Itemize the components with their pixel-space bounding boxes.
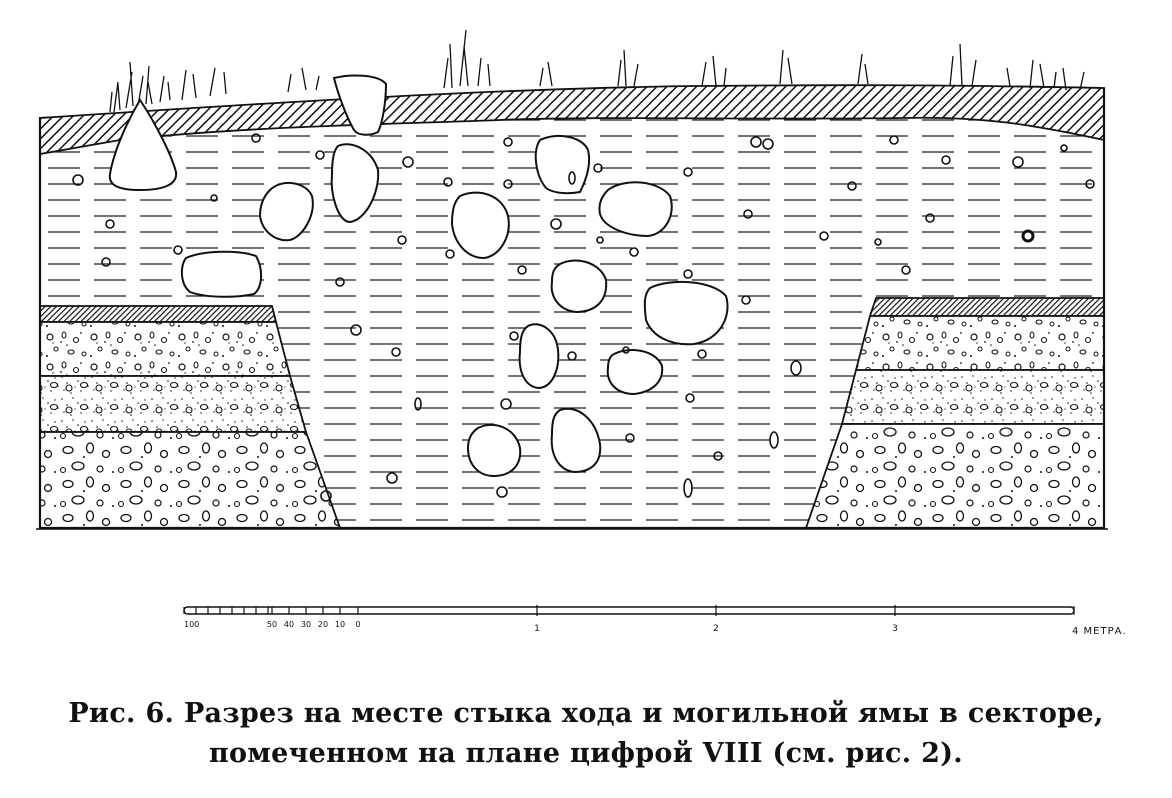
caption-line-2: помеченном на плане цифрой VIII (см. рис… — [209, 738, 963, 769]
caption-line-1: Рис. 6. Разрез на месте стыка хода и мог… — [68, 698, 1104, 729]
stone — [598, 181, 673, 238]
stone — [606, 349, 664, 396]
right-turf-band — [868, 297, 1105, 317]
stone — [450, 191, 510, 260]
turf-layer — [39, 84, 1105, 156]
figure-caption: Рис. 6. Разрез на месте стыка хода и мог… — [0, 694, 1172, 774]
right-sand-layer — [840, 369, 1105, 425]
stone — [332, 74, 388, 136]
scale-bar-outline — [183, 606, 1075, 615]
scale-sub-label: 0 — [355, 620, 360, 629]
small-stones — [72, 133, 1095, 502]
scale-sub-label: 30 — [301, 620, 311, 629]
left-turf-band — [39, 305, 278, 323]
grass — [109, 29, 1085, 113]
stones — [108, 74, 729, 478]
right-pebble-layer — [804, 423, 1105, 529]
scale-sub-label: 40 — [284, 620, 294, 629]
scale-major-label: 1 — [534, 624, 540, 634]
stone — [258, 181, 314, 242]
stone — [643, 280, 729, 346]
stone — [550, 407, 602, 474]
left-sand-layer — [39, 375, 308, 433]
left-pebble-layer — [39, 431, 342, 529]
stone — [466, 423, 522, 478]
scale-sub-label: 20 — [318, 620, 328, 629]
stone — [330, 143, 380, 224]
scale-major-labels: 1 2 3 — [534, 624, 898, 634]
scale-sub-label: 10 — [335, 620, 345, 629]
scale-major-label: 3 — [892, 624, 898, 634]
scale-sub-label: 50 — [267, 620, 277, 629]
stone — [518, 323, 560, 390]
scale-sub-label: 100 — [184, 620, 199, 629]
right-gravel-layer — [854, 315, 1105, 371]
stone — [534, 134, 590, 195]
stone — [550, 259, 608, 314]
scale-unit-label: 4 МЕТРА. — [1072, 626, 1127, 637]
stone — [108, 98, 178, 192]
stone — [180, 250, 262, 298]
section-frame — [38, 88, 1106, 530]
scale-major-label: 2 — [713, 624, 719, 634]
scale-ticks — [183, 605, 1075, 616]
left-gravel-layer — [39, 321, 292, 377]
